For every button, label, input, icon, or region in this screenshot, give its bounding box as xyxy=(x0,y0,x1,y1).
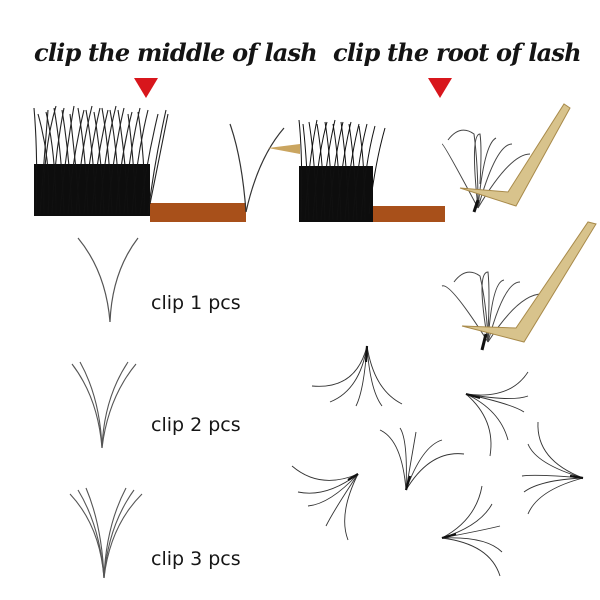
heading-clip-root: clip the root of lash xyxy=(333,38,582,67)
lash-fan-6 xyxy=(441,485,503,577)
clip-option-1: clip 1 pcs xyxy=(60,232,260,332)
lash-fan-3 xyxy=(379,427,465,491)
lash-fan-1 xyxy=(311,345,403,407)
lash-v-1-strand-icon xyxy=(77,237,139,323)
lash-fan-4 xyxy=(291,465,359,541)
lash-v-3-strand-icon xyxy=(69,487,143,579)
scattered-lash-fans xyxy=(291,345,584,577)
heading-clip-middle: clip the middle of lash xyxy=(34,38,318,67)
clip-option-label: clip 2 pcs xyxy=(151,414,241,436)
lash-fan-5 xyxy=(521,421,584,515)
arrow-down-icon-middle xyxy=(134,78,158,98)
lash-tray-illustration xyxy=(33,105,246,222)
lash-fan-2 xyxy=(465,371,529,457)
clip-option-3: clip 3 pcs xyxy=(60,486,260,586)
root-clip-fan-tweezer-top xyxy=(441,103,571,213)
clip-option-label: clip 3 pcs xyxy=(151,548,241,570)
lash-tray-root xyxy=(298,118,445,222)
lash-tray-middle xyxy=(33,104,246,222)
lash-tray-root-illustration xyxy=(298,119,445,222)
clip-option-label: clip 1 pcs xyxy=(151,292,241,314)
middle-clip-lash-illustration xyxy=(229,123,300,213)
root-clip-fan-tweezer-bottom xyxy=(441,221,597,351)
lash-v-2-strand-icon xyxy=(71,361,137,449)
clip-option-2: clip 2 pcs xyxy=(60,358,260,458)
arrow-down-icon-root xyxy=(428,78,452,98)
